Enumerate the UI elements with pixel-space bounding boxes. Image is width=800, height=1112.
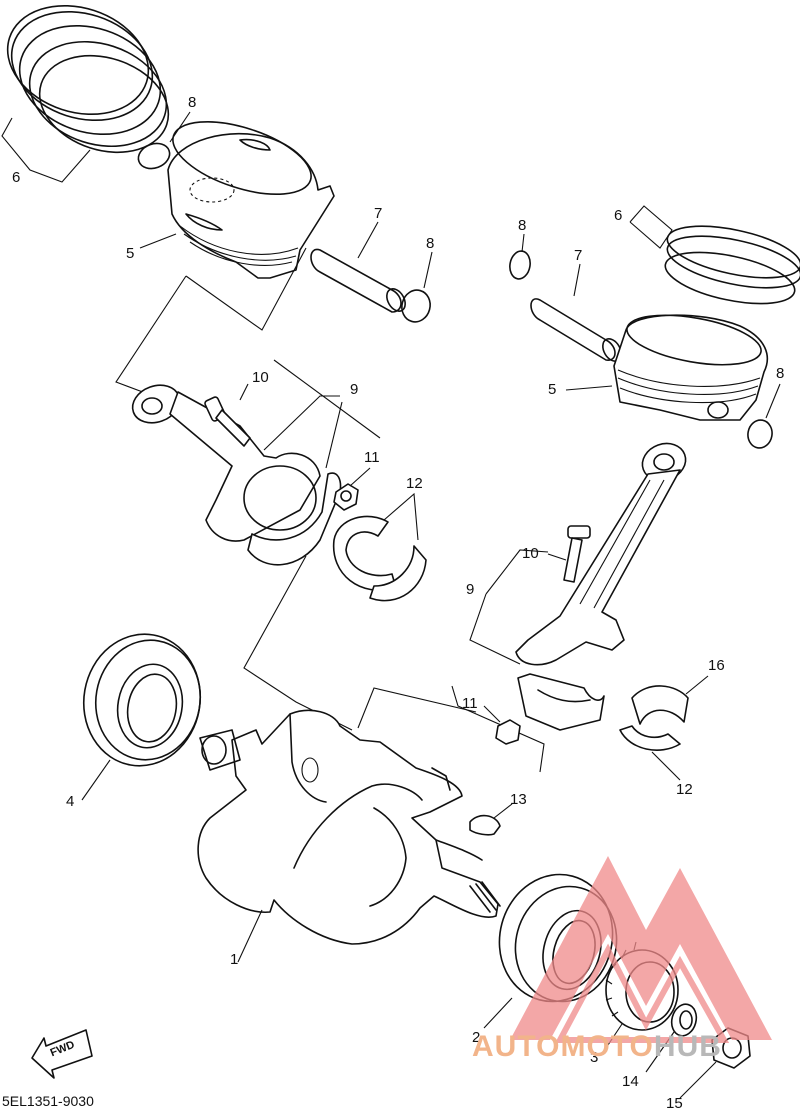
piston-pin-right: [530, 298, 622, 362]
watermark-text-part2: HUB: [653, 1030, 722, 1063]
woodruff-key: [469, 814, 501, 836]
piston-clip-left-b: [401, 289, 431, 323]
callout-9: 9: [350, 381, 359, 398]
callout-5: 5: [548, 381, 557, 398]
rod-nut-left: [333, 483, 359, 511]
bearing-shells-left: [332, 515, 427, 602]
piston-left: [167, 121, 335, 279]
bearing-shells-right: [619, 685, 689, 751]
rod-cap-right: [517, 673, 605, 731]
catalog-code: 5EL1351-9030: [2, 1093, 94, 1109]
watermark-logo: [510, 856, 772, 1043]
callout-12: 12: [676, 781, 693, 798]
callout-8: 8: [776, 365, 785, 382]
piston-clip-right-b: [747, 419, 773, 449]
callout-1: 1: [230, 951, 239, 968]
callout-15: 15: [666, 1095, 683, 1112]
callout-8: 8: [518, 217, 527, 234]
callout-14: 14: [622, 1073, 639, 1090]
watermark-text-part1: AUTOMOTO: [472, 1030, 654, 1063]
piston-pin-left: [310, 248, 406, 313]
washer: [670, 1003, 698, 1037]
callout-11: 11: [364, 449, 380, 466]
rod-bolt-right: [563, 525, 591, 583]
callout-10: 10: [522, 545, 539, 562]
callout-9: 9: [466, 581, 475, 598]
piston-clip-right-a: [509, 250, 531, 280]
callout-11: 11: [462, 695, 478, 712]
piston-rings-left: [6, 4, 170, 154]
callout-13: 13: [510, 791, 527, 808]
callout-8: 8: [426, 235, 435, 252]
callout-7: 7: [374, 205, 383, 222]
piston-right: [613, 314, 768, 421]
callout-12: 12: [406, 475, 423, 492]
callout-2: 2: [472, 1029, 481, 1046]
watermark-text: AUTOMOTOHUB: [472, 1030, 722, 1064]
connecting-rod-left: [131, 384, 342, 566]
callout-6: 6: [12, 169, 21, 186]
rod-bolt-left: [204, 396, 251, 447]
crankshaft: [197, 709, 501, 945]
callout-4: 4: [66, 793, 75, 810]
callout-7: 7: [574, 247, 583, 264]
main-bearing-left: [82, 633, 202, 767]
connecting-rod-right: [515, 442, 687, 666]
piston-clip-left-a: [137, 142, 171, 170]
callout-8: 8: [188, 94, 197, 111]
callout-16: 16: [708, 657, 725, 674]
callout-5: 5: [126, 245, 135, 262]
callout-10: 10: [252, 369, 269, 386]
fwd-arrow-icon: [31, 1029, 93, 1079]
rod-nut-right: [495, 719, 521, 745]
piston-rings-right: [664, 225, 800, 305]
callout-3: 3: [590, 1049, 599, 1066]
callout-6: 6: [614, 207, 623, 224]
